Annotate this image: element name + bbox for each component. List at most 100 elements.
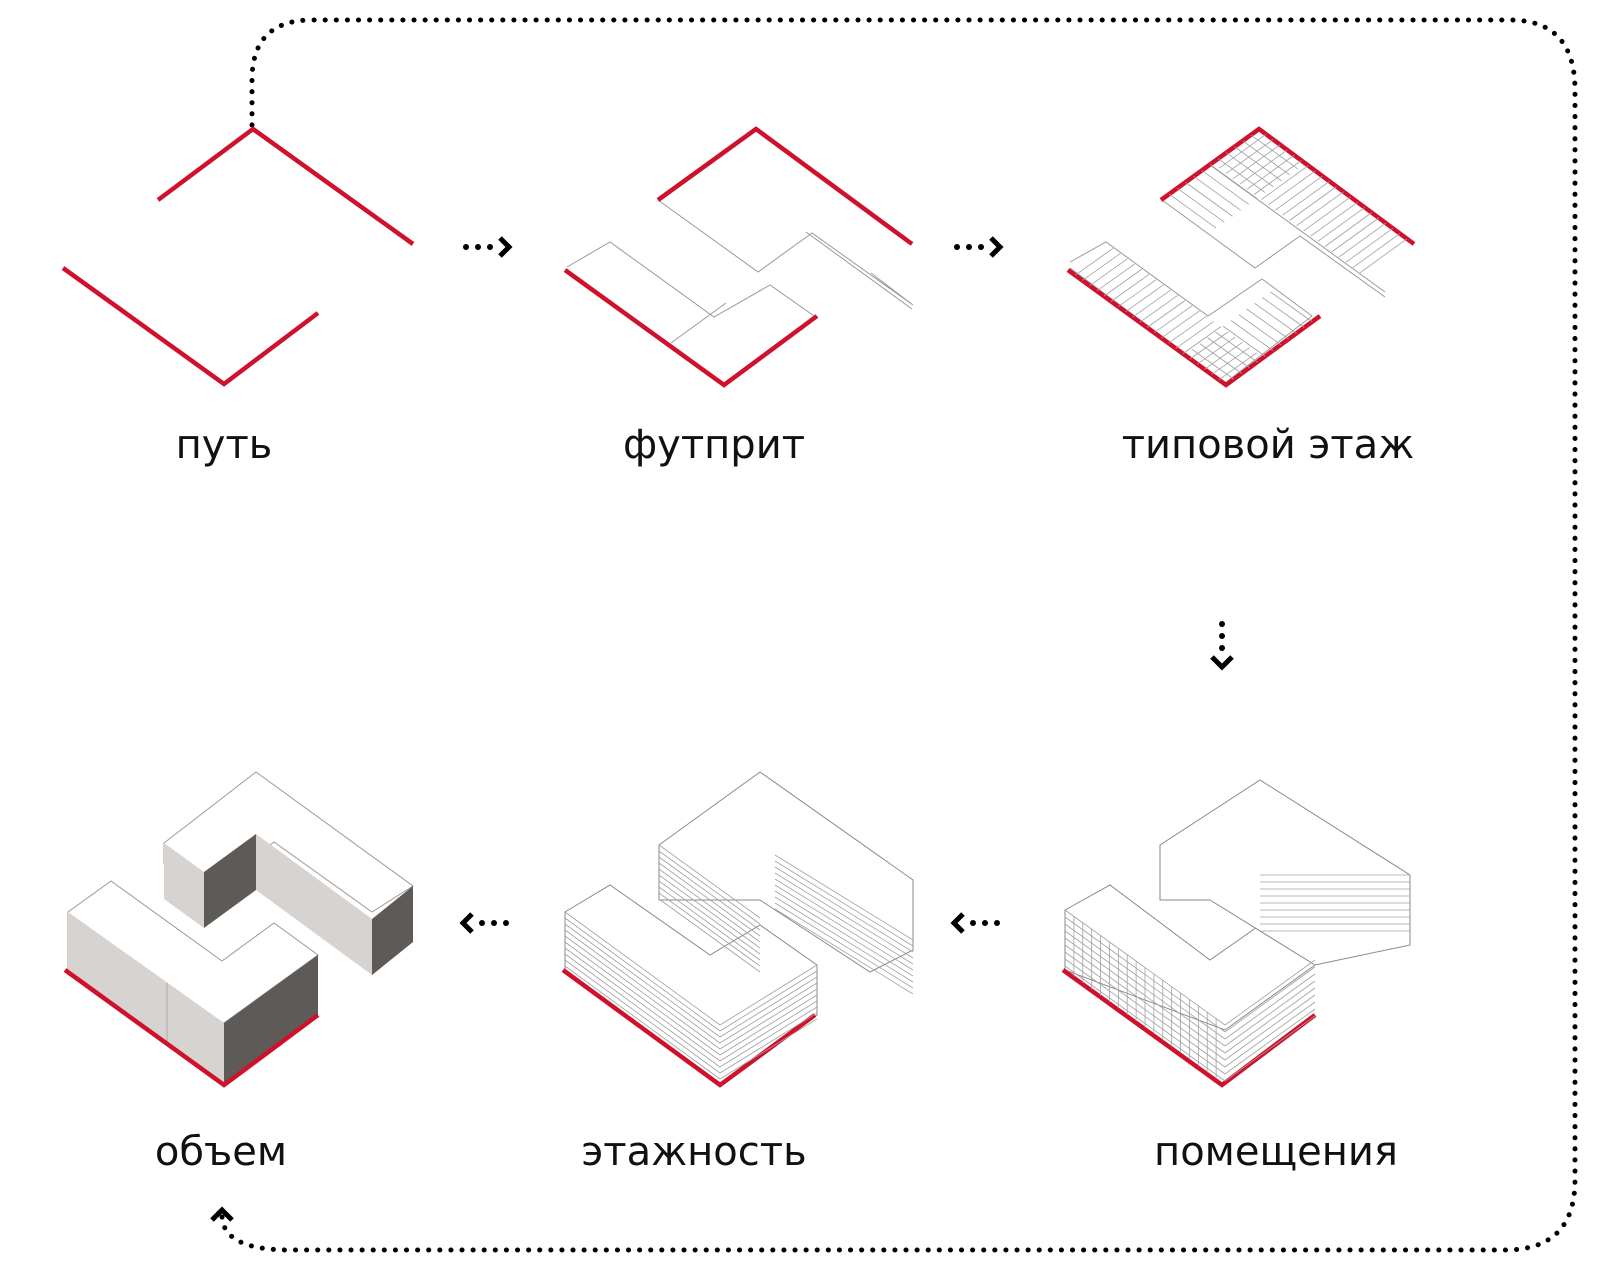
room-partition-line [1246,308,1289,340]
room-partition-line [1242,140,1290,176]
floor-line [658,862,761,937]
room-partition-line [1254,302,1297,334]
room-partition-line [1132,289,1171,318]
room-partition-line [1359,238,1408,274]
floor-line [658,874,761,949]
arrow-left-icon [459,912,509,934]
floor-line [1224,980,1316,1047]
room-partition-line [1345,227,1394,263]
arrow-down-icon [1210,621,1234,671]
floor-line [774,854,914,941]
floor-line [658,886,761,961]
room-partition-line [1207,337,1250,369]
floor-line [564,947,721,1062]
step-storeys-diagram [561,771,914,1088]
floor-line [658,898,761,973]
step-volume-diagram [63,771,414,1088]
arrow-right-icon [463,236,513,258]
room-partition-line [1153,305,1193,334]
floor-line [719,1012,818,1074]
room-partition-line [1197,336,1236,365]
room-partition-line [1161,310,1200,339]
floor-line [564,965,721,1080]
floor-line [658,892,761,967]
floor-line [719,982,818,1044]
step-label-footprint: футприт [623,422,805,468]
floor-line [719,1000,818,1062]
room-partition-line [1182,326,1222,354]
room-partition-line [1125,284,1164,313]
room-partition-line [1189,331,1229,360]
room-partition-line [1254,160,1302,195]
room-partition-line [1103,268,1143,297]
step-rooms-diagram [1061,779,1411,1088]
room-partition-line [1239,149,1288,185]
room-partition-line [1269,291,1313,323]
floor-line [719,994,818,1056]
room-partition-line [1168,315,1207,344]
floor-line [1224,966,1316,1033]
floor-line [564,911,721,1026]
floor-line [564,941,721,1056]
room-partition-line [1317,207,1365,242]
step-label-rooms: помещения [1154,1129,1398,1175]
room-partition-line [1261,165,1309,200]
step-label-volume: объем [155,1129,287,1175]
room-partition-line [1089,258,1128,287]
room-partition-line [1193,176,1241,211]
room-partition-line [1222,325,1266,357]
room-partition-line [1177,187,1225,223]
room-partition-line [1226,152,1274,187]
room-partition-line [1191,348,1235,380]
room-partition-line [1331,217,1380,253]
floor-line [658,844,761,919]
floor-line [1224,987,1316,1054]
floor-line [719,964,818,1026]
floor-line [1224,1008,1316,1075]
room-partition-line [1232,144,1281,180]
floor-line [719,988,818,1050]
floor-line [774,878,914,965]
room-partition-line [1225,139,1274,174]
floor-line [1224,973,1316,1040]
room-partition-line [1185,181,1233,217]
room-partition-line [1082,253,1121,281]
room-partition-line [1199,343,1242,374]
room-partition-line [1146,300,1186,328]
room-partition-line [1217,158,1266,193]
floor-line [774,866,914,953]
floor-line [1224,994,1316,1061]
room-partition-line [1268,170,1316,206]
feedback-loop-dotted-line [219,17,1578,1253]
floor-line [774,884,914,971]
room-partition-line [1204,341,1243,370]
floor-line [564,917,721,1032]
room-partition-line [1352,233,1401,268]
floor-line [1224,1001,1316,1068]
room-partition-line [1234,146,1282,182]
room-partition-line [1096,263,1135,292]
step-label-path: путь [176,422,273,468]
room-partition-line [1338,222,1387,258]
floor-line [719,1018,818,1080]
step-footprint-diagram [563,126,914,388]
room-partition-line [1246,154,1295,190]
floor-line [719,1006,818,1068]
floor-line [774,902,914,989]
floor-line [1224,1015,1316,1082]
room-partition-line [1230,320,1274,351]
room-partition-line [1168,193,1217,229]
floor-line [658,880,761,955]
floor-line [658,856,761,931]
step-typical-floor-diagram [1066,126,1416,388]
floor-line [564,959,721,1074]
room-partition-line [1275,175,1323,211]
room-partition-line [1303,196,1351,232]
floor-line [719,970,818,1032]
floor-line [658,868,761,943]
room-partition-line [1262,297,1305,328]
floor-line [774,896,914,983]
room-partition-line [1110,274,1150,302]
